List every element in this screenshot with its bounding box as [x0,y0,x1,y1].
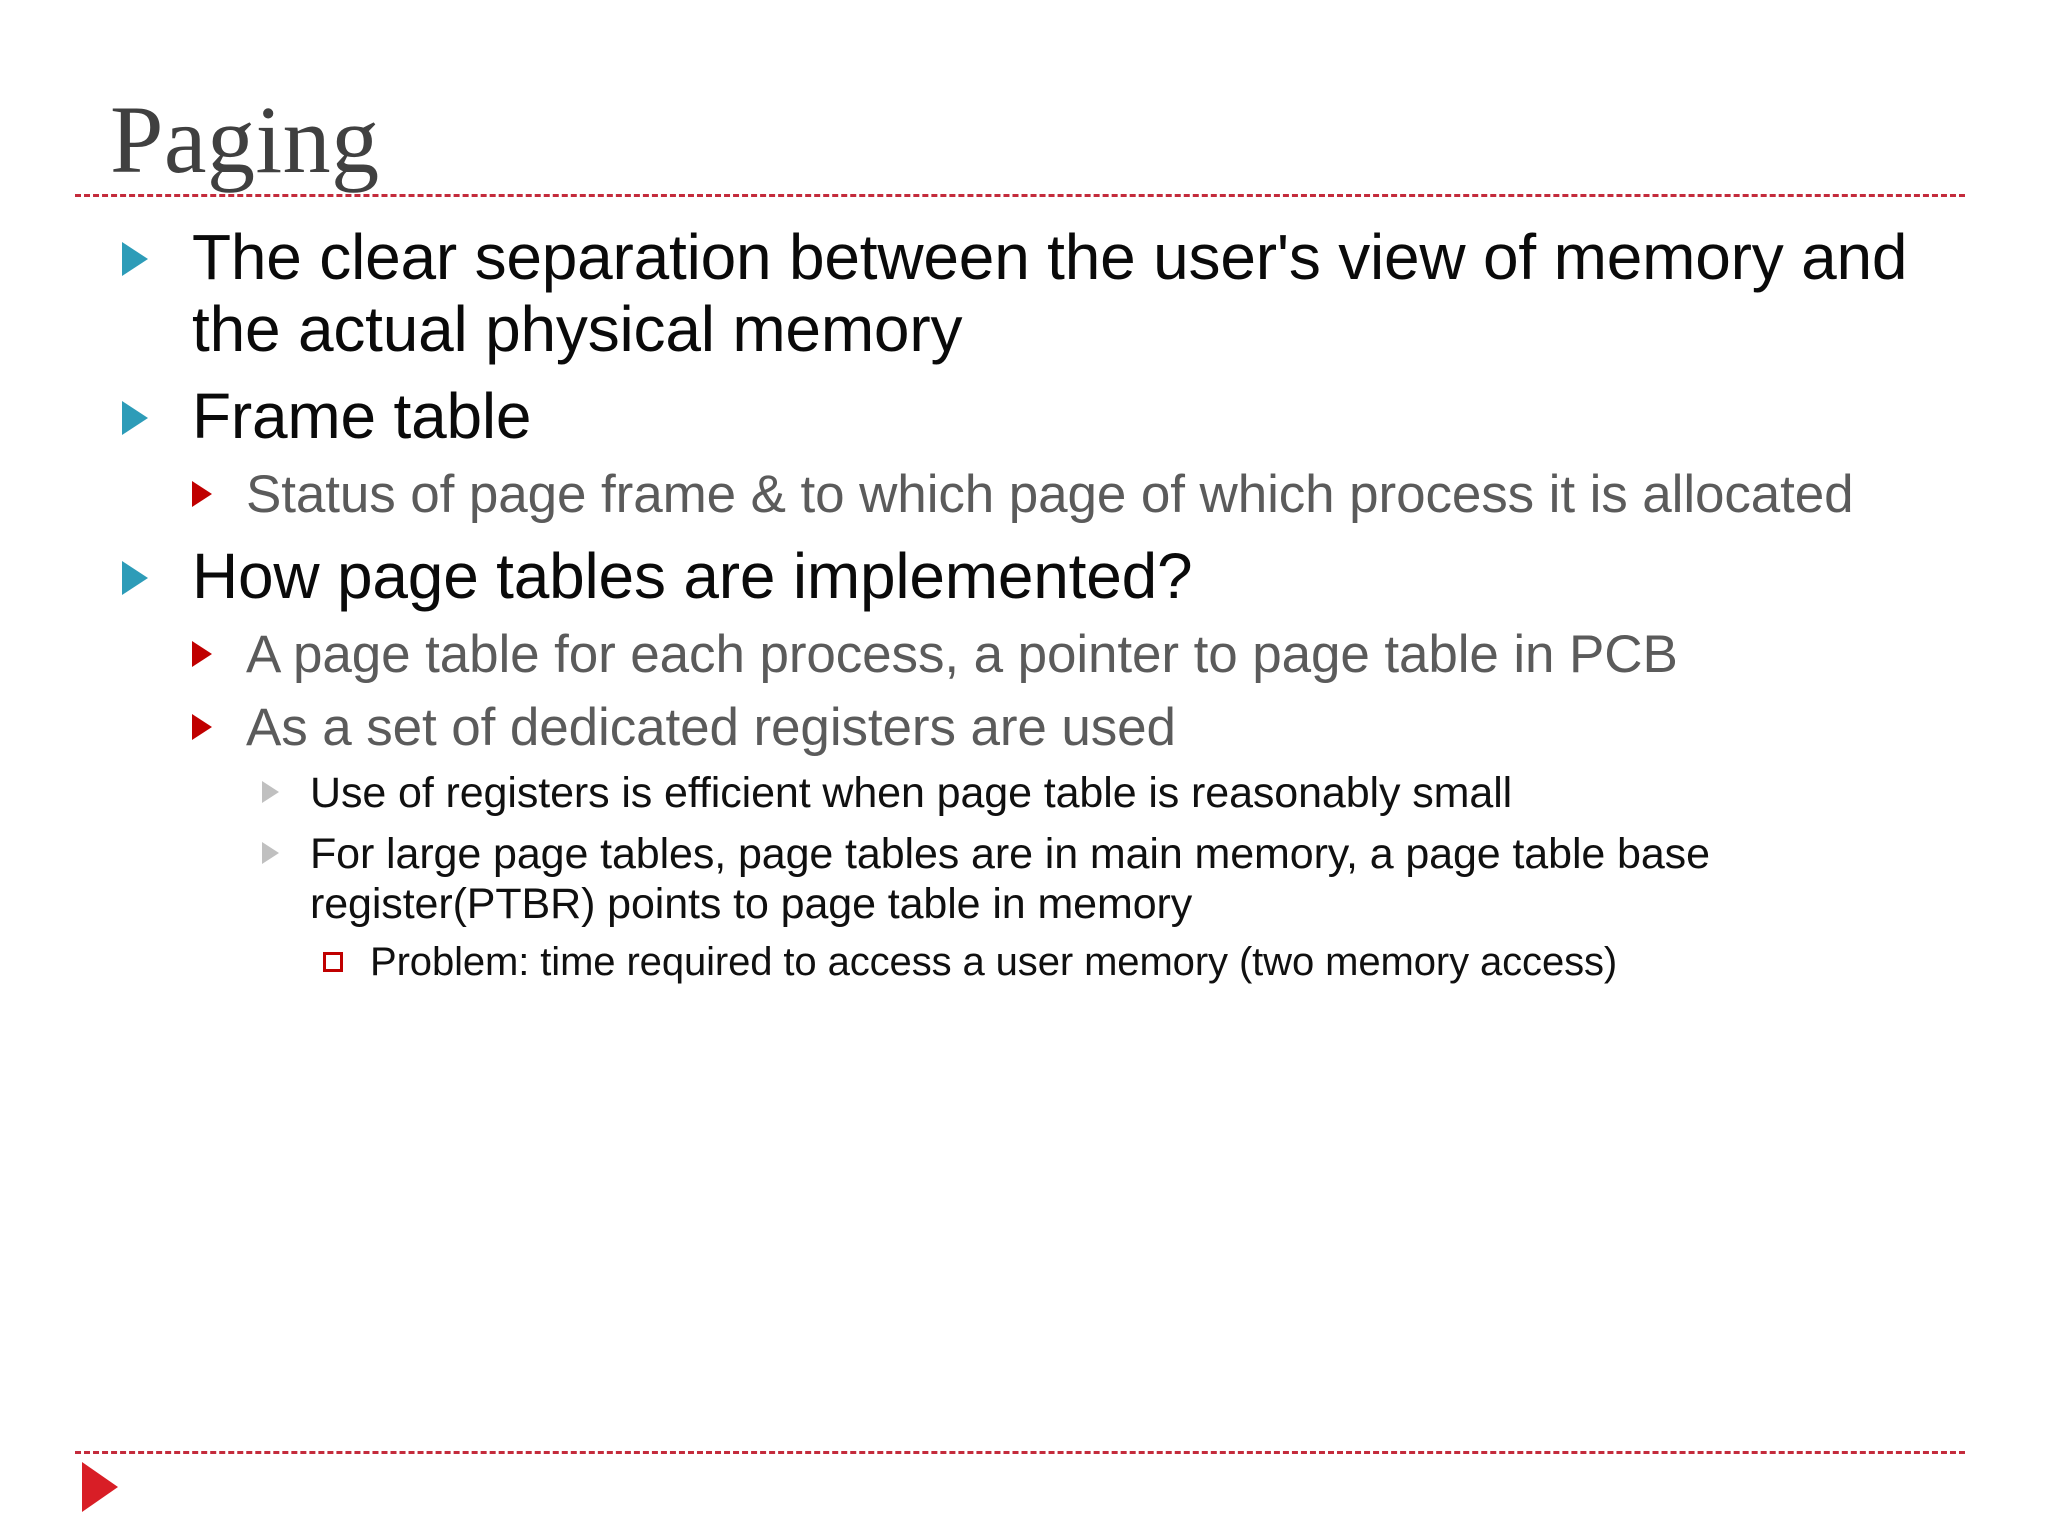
triangle-right-teal-icon [122,401,148,436]
bullet-item-level3: For large page tables, page tables are i… [0,829,2048,930]
triangle-right-red-icon [192,713,212,740]
bullet-text: Problem: time required to access a user … [370,940,1618,985]
bullet-item-level1: The clear separation between the user's … [0,221,2048,365]
bullet-text: Use of registers is efficient when page … [310,768,1513,817]
triangle-right-red-icon [192,641,212,668]
bullet-item-level1: Frame table [0,381,2048,453]
bullet-item-level3: Use of registers is efficient when page … [0,768,2048,819]
triangle-right-gray-icon [262,780,279,803]
bullet-text: Status of page frame & to which page of … [246,465,1854,525]
bullet-item-level2: Status of page frame & to which page of … [0,465,2048,525]
triangle-right-gray-icon [262,841,279,864]
bullet-item-level2: As a set of dedicated registers are used [0,698,2048,758]
triangle-right-teal-icon [122,242,148,276]
bullet-text: A page table for each process, a pointer… [246,625,1678,685]
bullet-text: For large page tables, page tables are i… [310,829,1710,929]
bullet-text: As a set of dedicated registers are used [246,697,1176,757]
bullet-item-level4: Problem: time required to access a user … [0,938,2048,986]
title-divider-rule [75,194,1965,197]
triangle-right-teal-icon [122,561,148,596]
bullet-item-level2: A page table for each process, a pointer… [0,625,2048,685]
bullet-text: The clear separation between the user's … [192,221,1908,365]
square-outline-red-icon [323,952,343,973]
bullet-text: Frame table [192,380,532,453]
triangle-right-red-icon [192,481,212,508]
triangle-right-solid-red-icon [82,1462,118,1512]
bullet-item-level1: How page tables are implemented? [0,541,2048,613]
bullet-list: The clear separation between the user's … [0,206,2048,986]
bullet-text: How page tables are implemented? [192,540,1193,613]
title-block: Paging [110,92,1970,188]
footer-divider-rule [75,1451,1965,1454]
page-title: Paging [110,86,380,193]
